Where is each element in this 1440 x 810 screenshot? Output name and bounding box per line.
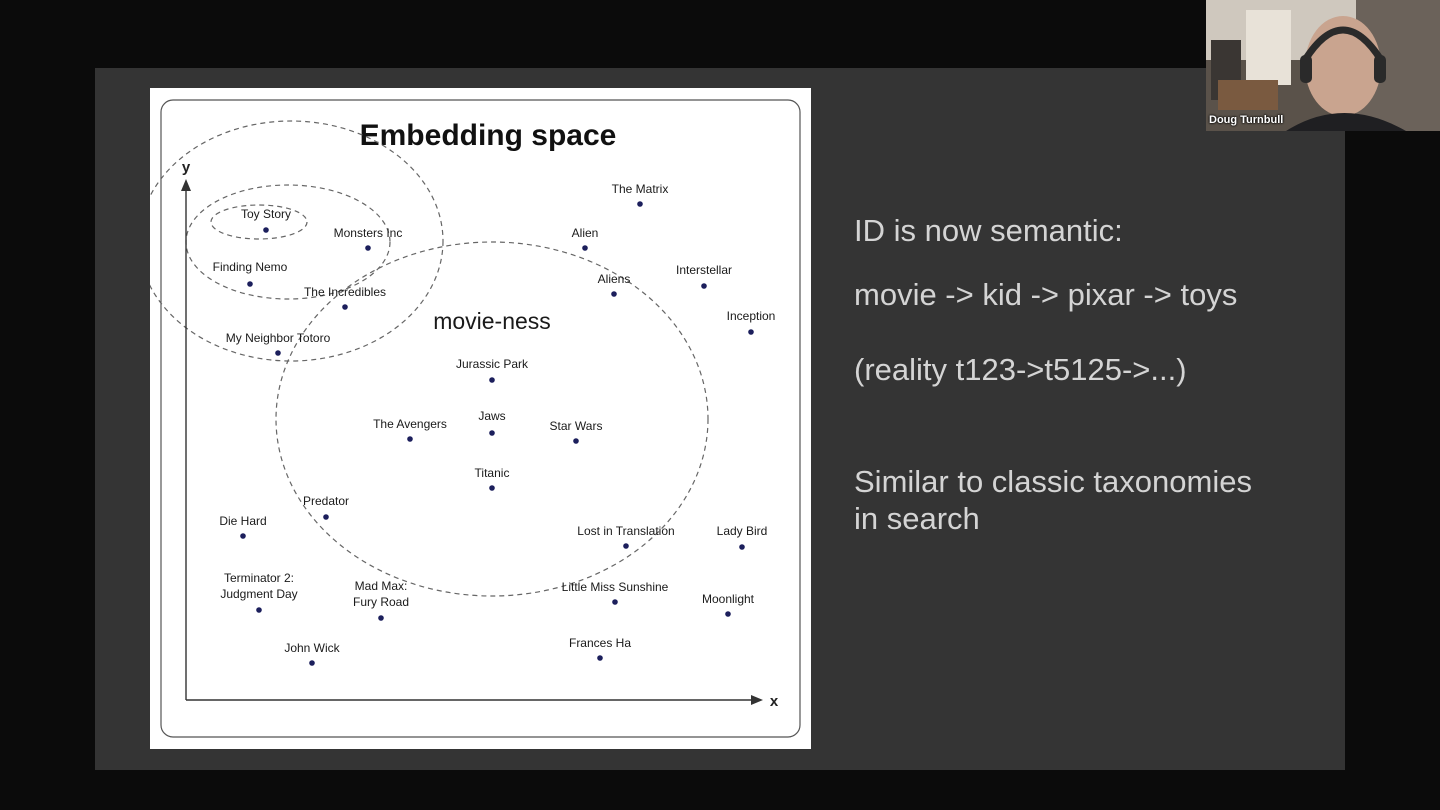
point-dot-my-neighbor-totoro [275,350,281,356]
point-dot-john-wick [309,660,315,666]
point-dot-inception [748,329,754,335]
point-dot-mad-max-fury-road [378,615,384,621]
person-body [1286,113,1406,131]
point-dot-monsters-inc [365,245,371,251]
point-dot-jaws [489,430,495,436]
point-label-frances-ha: Frances Ha [569,636,631,650]
headphones-icon [1302,26,1384,62]
point-dot-frances-ha [597,655,603,661]
point-label-interstellar: Interstellar [676,263,732,277]
cluster-ellipse-movie-ness [275,241,709,597]
point-dot-the-avengers [407,436,413,442]
point-label-terminator-2-judgment-day: Terminator 2:Judgment Day [220,571,297,601]
point-dot-the-incredibles [342,304,348,310]
point-label-inception: Inception [727,309,776,323]
point-label-lost-in-translation: Lost in Translation [577,524,674,538]
point-dot-aliens [611,291,617,297]
y-axis-label: y [182,159,191,176]
point-label-alien: Alien [572,226,599,240]
point-dot-interstellar [701,283,707,289]
point-dot-the-matrix [637,201,643,207]
point-label-toy-story: Toy Story [241,207,291,221]
point-dot-finding-nemo [247,281,253,287]
point-label-aliens: Aliens [598,272,631,286]
point-dot-alien [582,245,588,251]
y-axis-arrow [181,179,191,191]
point-label-jaws: Jaws [478,409,505,423]
point-dot-lady-bird [739,544,745,550]
embedding-space-figure: Embedding space movie-ness y x The Matri… [150,88,811,749]
point-label-titanic: Titanic [475,466,510,480]
point-label-the-matrix: The Matrix [612,182,669,196]
figure-frame [160,99,801,738]
webcam-tile[interactable]: Doug Turnbull [1206,0,1440,131]
point-dot-toy-story [263,227,269,233]
movie-points-layer: The MatrixAlienInterstellarAliensIncepti… [213,182,776,666]
diagram-title: Embedding space [360,119,617,152]
point-dot-titanic [489,485,495,491]
point-label-star-wars: Star Wars [550,419,603,433]
participant-name: Doug Turnbull [1209,114,1284,126]
point-label-finding-nemo: Finding Nemo [213,260,288,274]
cluster-ellipse-kids [150,120,444,362]
slide-text-line-2: movie -> kid -> pixar -> toys [854,277,1238,312]
point-label-monsters-inc: Monsters Inc [334,226,403,240]
point-dot-jurassic-park [489,377,495,383]
slide-text-line-1: ID is now semantic: [854,213,1123,248]
point-label-my-neighbor-totoro: My Neighbor Totoro [226,331,331,345]
point-dot-die-hard [240,533,246,539]
slide-text-line-4: Similar to classic taxonomies in search [854,464,1252,536]
point-label-john-wick: John Wick [284,641,340,655]
point-label-die-hard: Die Hard [219,514,266,528]
point-label-predator: Predator [303,494,349,508]
point-label-mad-max-fury-road: Mad Max:Fury Road [353,579,409,609]
point-label-jurassic-park: Jurassic Park [456,357,529,371]
point-label-lady-bird: Lady Bird [717,524,768,538]
point-dot-terminator-2-judgment-day [256,607,262,613]
point-label-the-incredibles: The Incredibles [304,285,386,299]
cluster-ellipse-animation [185,184,391,300]
point-label-the-avengers: The Avengers [373,417,447,431]
point-dot-moonlight [725,611,731,617]
x-axis-label: x [770,693,779,710]
point-label-little-miss-sunshine: Little Miss Sunshine [562,580,669,594]
webcam-video-frame [1206,0,1440,131]
point-dot-star-wars [573,438,579,444]
cluster-ellipse-toys [210,204,308,240]
slide-text-line-3: (reality t123->t5125->...) [854,352,1187,387]
point-dot-little-miss-sunshine [612,599,618,605]
point-label-moonlight: Moonlight [702,592,755,606]
cluster-label-movie-ness: movie-ness [433,308,551,334]
embedding-diagram-svg: Embedding space movie-ness y x The Matri… [150,99,801,738]
point-dot-predator [323,514,329,520]
x-axis-arrow [751,695,763,705]
point-dot-lost-in-translation [623,543,629,549]
